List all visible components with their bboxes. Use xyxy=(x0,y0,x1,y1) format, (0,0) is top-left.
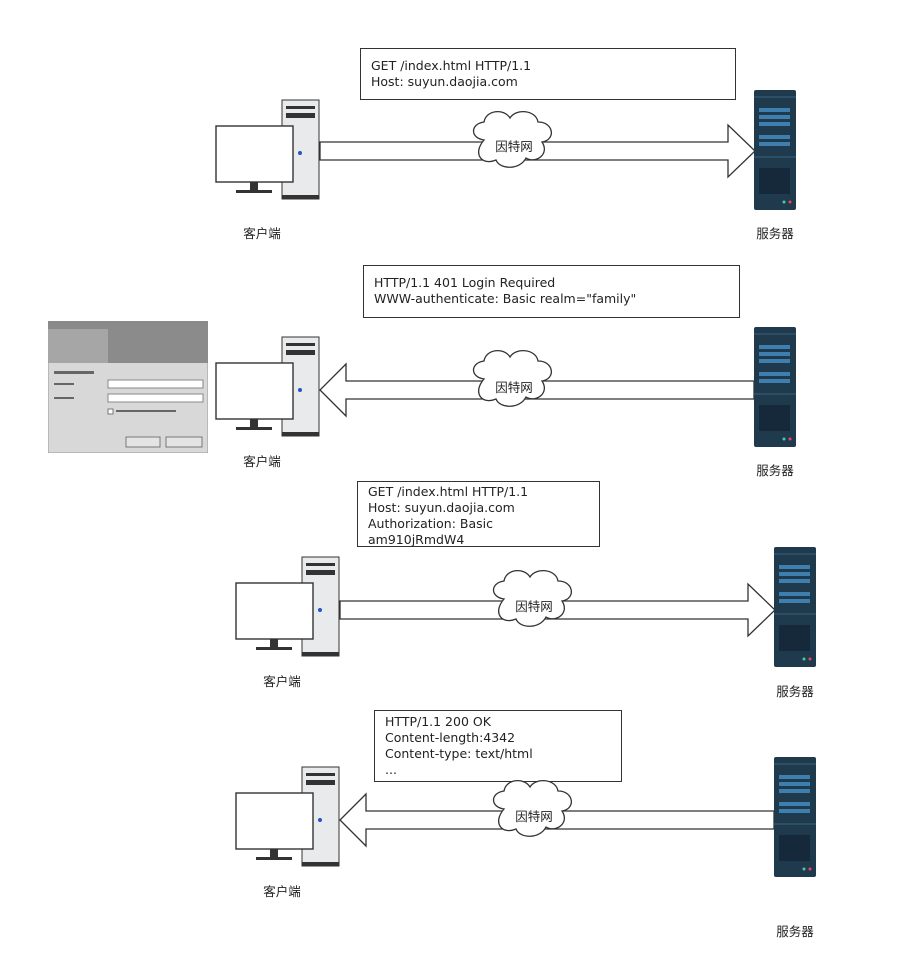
row-2-graphic: 因特网 xyxy=(0,325,907,455)
message-line: Authorization: Basic xyxy=(368,516,589,532)
server-label: 服务器 xyxy=(765,921,825,940)
message-line: GET /index.html HTTP/1.1 xyxy=(368,484,589,500)
client-computer-icon xyxy=(216,100,319,199)
message-line: WWW-authenticate: Basic realm="family" xyxy=(374,291,729,307)
row-3-graphic: 因特网 xyxy=(0,545,907,675)
message-line: HTTP/1.1 401 Login Required xyxy=(374,275,729,291)
server-icon xyxy=(774,547,816,667)
row-1-graphic: 因特网 xyxy=(0,88,907,218)
client-computer-icon xyxy=(216,337,319,436)
message-line: GET /index.html HTTP/1.1 xyxy=(371,58,725,74)
message-line: HTTP/1.1 200 OK xyxy=(385,714,611,730)
network-label: 因特网 xyxy=(495,380,533,395)
server-label: 服务器 xyxy=(765,681,825,700)
message-line: Content-length:4342 xyxy=(385,730,611,746)
server-icon xyxy=(754,327,796,447)
client-label: 客户端 xyxy=(252,671,312,690)
message-box-3: GET /index.html HTTP/1.1 Host: suyun.dao… xyxy=(357,481,600,547)
network-label: 因特网 xyxy=(495,139,533,154)
server-label: 服务器 xyxy=(745,223,805,242)
client-label: 客户端 xyxy=(232,223,292,242)
server-icon xyxy=(754,90,796,210)
client-label: 客户端 xyxy=(232,451,292,470)
network-label: 因特网 xyxy=(515,599,553,614)
server-label: 服务器 xyxy=(745,460,805,479)
message-line: Host: suyun.daojia.com xyxy=(368,500,589,516)
network-label: 因特网 xyxy=(515,809,553,824)
client-computer-icon xyxy=(236,767,339,866)
message-box-2: HTTP/1.1 401 Login Required WWW-authenti… xyxy=(363,265,740,318)
client-label: 客户端 xyxy=(252,881,312,900)
row-4-graphic: 因特网 xyxy=(0,755,907,885)
client-computer-icon xyxy=(236,557,339,656)
server-icon xyxy=(774,757,816,877)
